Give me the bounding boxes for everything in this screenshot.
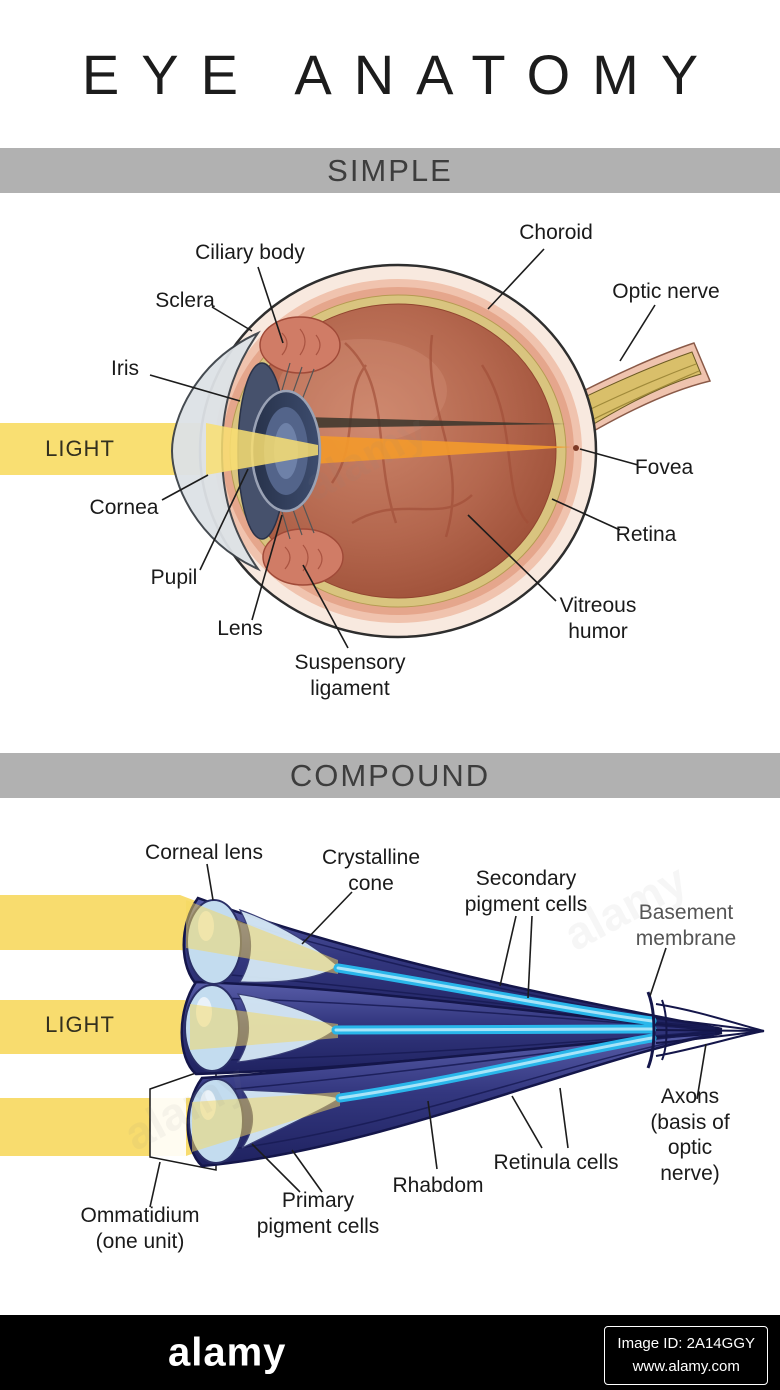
- simple-eye-section: Ciliary body Sclera Iris LIGHT Cornea Pu…: [0, 193, 780, 753]
- label-choroid: Choroid: [519, 221, 593, 244]
- compound-eye-section: Corneal lens Crystalline cone Secondary …: [0, 798, 780, 1315]
- axon-lines: [655, 1003, 765, 1057]
- section-heading-simple: SIMPLE: [0, 148, 780, 193]
- footer-bar: alamy Image ID: 2A14GGY www.alamy.com: [0, 1315, 780, 1390]
- label-fovea: Fovea: [634, 456, 694, 479]
- visual-axis-line: [304, 417, 566, 428]
- label-basement-membrane: Basement membrane: [635, 901, 737, 950]
- label-primary-pigment-cells: Primary pigment cells: [256, 1189, 380, 1238]
- compound-eye-svg: [0, 863, 765, 1208]
- image-id: Image ID: 2A14GGY: [617, 1335, 755, 1352]
- simple-leader-lines: [149, 248, 656, 649]
- label-suspensory-ligament: Suspensory ligament: [294, 651, 406, 700]
- label-iris: Iris: [111, 357, 139, 380]
- image-id-box: Image ID: 2A14GGY www.alamy.com: [604, 1326, 768, 1385]
- alamy-url: www.alamy.com: [632, 1358, 740, 1376]
- label-light-simple: LIGHT: [45, 436, 115, 461]
- label-ommatidium: Ommatidium (one unit): [80, 1204, 200, 1253]
- simple-heading-text: SIMPLE: [327, 152, 453, 188]
- ciliary-body-shape: [259, 316, 344, 586]
- label-lens: Lens: [217, 617, 263, 640]
- rhabdom-shapes: [331, 963, 657, 1103]
- light-beam-converging: [206, 423, 318, 475]
- label-corneal-lens: Corneal lens: [145, 841, 263, 864]
- light-beam-internal: [298, 435, 572, 465]
- label-light-compound: LIGHT: [45, 1012, 115, 1037]
- label-axons: Axons (basis of optic nerve): [650, 1085, 730, 1185]
- label-pupil: Pupil: [150, 566, 198, 589]
- simple-eye-svg: [0, 248, 712, 649]
- page-title: EYE ANATOMY: [81, 42, 721, 106]
- label-crystalline-cone: Crystalline cone: [321, 846, 421, 895]
- compound-heading-text: COMPOUND: [289, 757, 491, 793]
- light-through-cones: [186, 900, 340, 1152]
- label-retinula-cells: Retinula cells: [493, 1151, 619, 1174]
- label-optic-nerve: Optic nerve: [612, 280, 720, 303]
- label-rhabdom: Rhabdom: [392, 1174, 484, 1197]
- label-sclera: Sclera: [155, 289, 215, 312]
- label-retina: Retina: [615, 523, 677, 546]
- label-secondary-pigment-cells: Secondary pigment cells: [464, 867, 588, 916]
- section-heading-compound: COMPOUND: [0, 753, 780, 798]
- compound-leader-lines: [149, 863, 707, 1208]
- label-vitreous-humor: Vitreous humor: [559, 594, 637, 643]
- label-cornea: Cornea: [89, 496, 159, 519]
- fovea-point: [573, 445, 579, 451]
- label-ciliary-body: Ciliary body: [195, 241, 305, 264]
- ciliary-texture: [281, 328, 323, 572]
- alamy-logo: alamy: [168, 1330, 287, 1374]
